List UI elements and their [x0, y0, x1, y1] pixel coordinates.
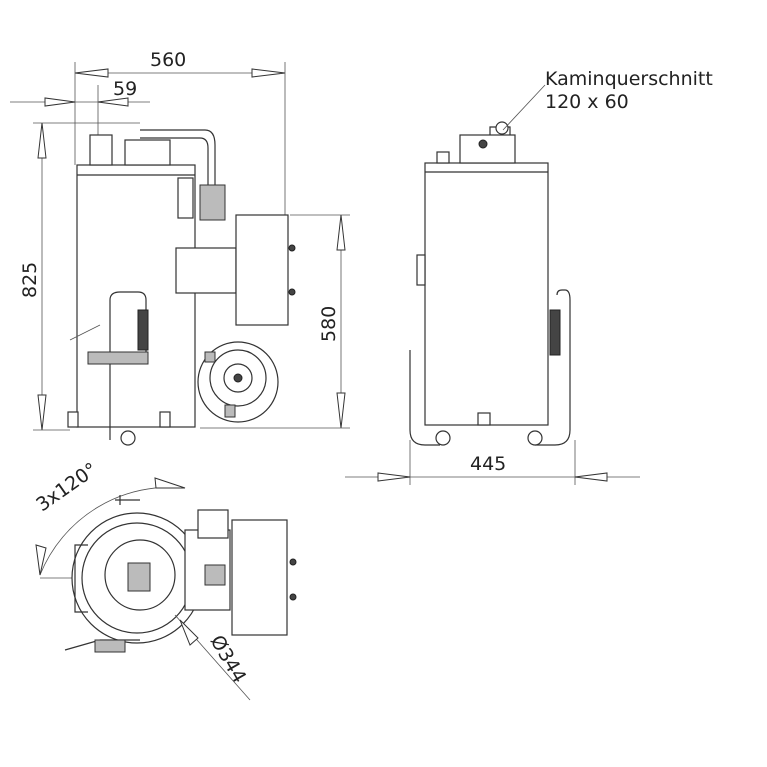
- top-view: 3x120° Ø344: [32, 458, 297, 701]
- dim-angle: 3x120°: [32, 458, 101, 516]
- front-view: 560 59 825 580: [10, 49, 350, 446]
- side-view: 445 Kaminquerschnitt 120 x 60: [345, 68, 713, 485]
- dim-diameter: Ø344: [206, 632, 251, 687]
- dim-445: 445: [470, 453, 506, 475]
- flue-label: Kaminquerschnitt: [545, 68, 713, 90]
- flue-size: 120 x 60: [545, 91, 629, 113]
- dim-59: 59: [113, 78, 137, 100]
- dim-580: 580: [318, 306, 340, 342]
- dim-825: 825: [19, 262, 41, 298]
- dim-560: 560: [150, 49, 186, 71]
